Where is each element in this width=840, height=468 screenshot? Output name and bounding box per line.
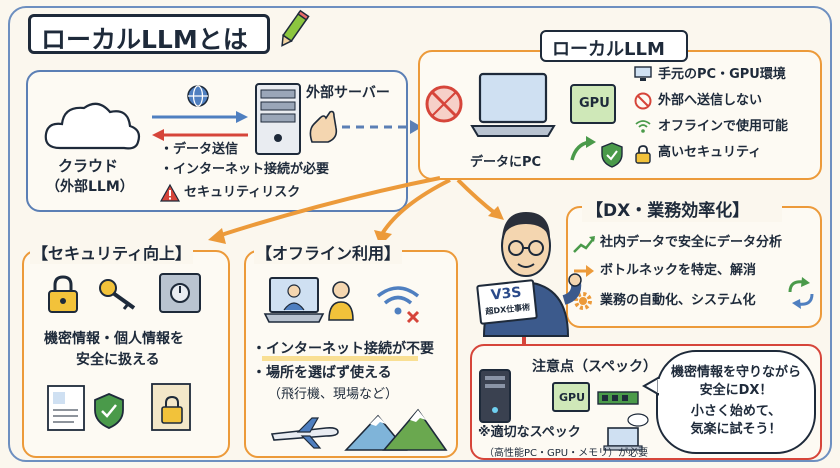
offline-bullet-1: ・インターネット接続が不要 [252,341,434,357]
bubble-line-2: 安全にDX！ [699,382,773,398]
video-call-laptop-icon [263,277,325,323]
local-pc-caption: データにPC [470,155,542,170]
title-box: ローカルLLMとは [28,14,270,54]
local-gpu-chip: GPU [570,84,616,124]
chart-up-icon [573,236,595,253]
bottleneck-arrow-icon [574,265,594,277]
warning-icon [159,183,181,202]
security-heading: 【セキュリティ向上】 [30,240,194,264]
shield-icon [94,393,124,429]
globe-icon [187,85,209,107]
offline-heading: 【オフライン利用】 [254,240,403,264]
local-feature-3: オフラインで使用可能 [658,119,789,134]
dx-item-2: ボトルネックを特定、解消 [600,263,757,278]
local-feature-1: 手元のPC・GPU環境 [658,67,786,82]
up-arrow-icon [570,136,596,161]
security-body-1: 機密情報・個人情報を [44,331,184,347]
cloud-label: クラウド [58,157,119,175]
no-cloud-icon [425,85,463,123]
cloud-risk: セキュリティリスク [184,185,301,200]
pc-tower-icon [479,369,511,423]
key-icon [99,279,136,310]
monitor-icon [634,66,652,81]
dashed-arrow [342,120,422,134]
caution-gpu-chip: GPU [552,382,590,412]
dx-heading: 【DX・業務効率化】 [586,201,750,221]
shield-check-icon [601,142,623,168]
dx-item-1: 社内データで安全にデータ分析 [600,235,783,250]
caution-heading: 注意点（スペック） [532,359,658,375]
local-feature-2: 外部へ送信しない [658,93,763,108]
no-send-icon [634,92,652,110]
cloud-bullet-2: ・インターネット接続が必要 [160,162,330,177]
bubble-line-1: 機密情報を守りながら [670,365,801,380]
safe-icon [159,273,201,313]
local-heading-box: ローカルLLM [540,30,688,62]
offline-note: （飛行機、現場など） [268,387,399,402]
cloud-sublabel: （外部LLM） [46,179,134,195]
laptop-icon [470,72,556,137]
page-title: ローカルLLMとは [41,25,248,54]
local-gpu-label: GPU [579,96,610,111]
send-arrow-right [152,111,248,123]
mountain-icon [344,408,448,451]
dx-panel [566,206,822,328]
cloud-icon [44,102,141,150]
lock-icon [635,145,651,164]
wifi-icon [635,120,651,133]
caution-note-sub: （高性能PC・GPU・メモリ）が必要 [484,448,649,459]
offline-highlight [262,356,418,361]
caution-gpu-label: GPU [559,391,586,404]
automation-cycle-icon [788,277,814,309]
caution-note: ※適切なスペック [478,425,581,440]
speech-bubble: 機密情報を守りながら 安全にDX！ 小さく始めて、 気楽に試そう！ [656,350,816,454]
thinking-laptop-icon [603,413,649,451]
cloud-bullet-1: ・データ送信 [160,142,239,157]
dx-item-3: 業務の自動化、システム化 [600,293,756,308]
v3s-sign: V3S 超DX仕事術 [476,279,538,325]
offline-bullet-2: ・場所を選ばず使える [252,365,392,381]
hand-icon [309,110,338,143]
locked-file-icon [151,383,191,431]
local-feature-4: 高いセキュリティ [658,145,762,160]
server-icon [255,83,301,155]
airplane-icon [270,417,339,449]
memory-icon [597,391,639,405]
security-body-2: 安全に扱える [76,352,160,368]
receive-arrow-left [152,129,248,141]
outer-frame [8,6,832,462]
bubble-line-4: 気楽に試そう！ [690,421,782,437]
local-heading: ローカルLLM [552,39,665,60]
bubble-line-3: 小さく始めて、 [690,404,782,420]
no-wifi-icon [376,286,420,324]
dx-heading-box: 【DX・業務効率化】 [582,194,782,222]
person-icon [328,281,354,321]
pencil-icon [281,9,310,47]
gear-icon [574,292,592,310]
speech-bubble-tail [641,376,661,396]
server-label: 外部サーバー [306,85,390,101]
document-icon [47,385,85,431]
padlock-icon [48,275,78,313]
